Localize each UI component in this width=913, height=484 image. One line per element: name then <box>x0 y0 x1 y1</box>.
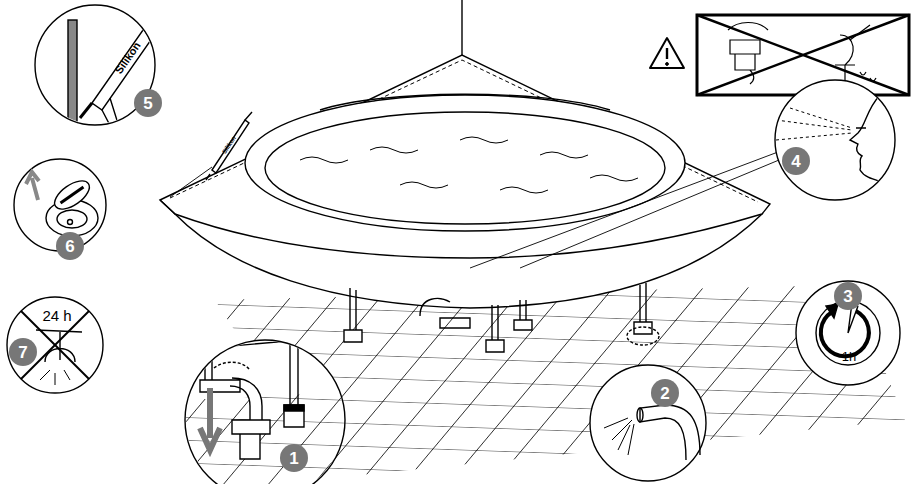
silicone-zoom <box>212 120 249 173</box>
warning-box <box>697 15 909 95</box>
inspection-zoom <box>776 108 852 140</box>
faucet-zoom <box>590 365 706 481</box>
leader-line <box>170 80 836 268</box>
warning-box <box>650 15 909 95</box>
overflow-cap-zoom <box>68 220 73 225</box>
wait-zoom <box>45 332 75 362</box>
callout-disc <box>782 147 810 175</box>
callout-number: 5 <box>143 95 152 112</box>
drain-zoom <box>214 362 250 370</box>
wait-zoom <box>7 297 103 393</box>
product-label: Silikon <box>221 135 237 155</box>
callout-disc <box>280 444 308 472</box>
faucet-zoom <box>637 408 643 422</box>
overflow-cap-zoom <box>57 210 87 228</box>
product-label: Silikon <box>113 40 143 76</box>
corner-bathtub <box>245 95 685 231</box>
corner-bathtub <box>420 299 470 328</box>
faucet-zoom <box>640 405 700 460</box>
corner-bathtub <box>461 0 462 55</box>
clock-zoom <box>826 304 838 318</box>
corner-bathtub <box>160 200 175 214</box>
leader-line <box>470 152 778 268</box>
overflow-cap-zoom <box>50 175 94 214</box>
callout-disc <box>9 338 37 366</box>
callout-number: 3 <box>843 288 852 305</box>
drain-zoom <box>232 420 270 459</box>
duration-text: 1h <box>842 350 856 363</box>
warning-box <box>650 38 684 68</box>
callout-disc <box>834 282 862 310</box>
corner-bathtub <box>265 112 665 224</box>
clock-zoom <box>796 281 900 385</box>
warning-box <box>697 15 909 95</box>
corner-bathtub <box>320 94 610 110</box>
callout-number: 2 <box>660 385 669 402</box>
corner-bathtub <box>355 290 356 330</box>
silicone-zoom <box>148 4 168 27</box>
corner-bathtub <box>300 137 638 193</box>
drain-zoom <box>185 340 360 484</box>
silicone-zoom <box>80 103 92 118</box>
leader-line <box>520 160 779 268</box>
drain-zoom <box>200 388 220 450</box>
corner-bathtub <box>160 55 770 258</box>
callout-number: 7 <box>18 344 27 361</box>
corner-bathtub <box>344 300 652 352</box>
corner-bathtub <box>645 283 646 322</box>
callout-number: 6 <box>65 238 74 255</box>
faucet-zoom <box>590 365 706 481</box>
silicone-zoom <box>68 4 168 135</box>
inspection-zoom <box>775 80 895 200</box>
clock-zoom <box>816 301 880 365</box>
overflow-cap-zoom <box>26 172 39 200</box>
silicone-zoom <box>102 98 120 135</box>
corner-bathtub <box>349 288 350 330</box>
overflow-cap-zoom <box>61 187 84 203</box>
duration-text: 24 h <box>42 308 71 323</box>
inspection-zoom <box>856 127 866 128</box>
callout-disc <box>651 379 679 407</box>
corner-bathtub <box>639 285 640 322</box>
callout-disc <box>134 89 162 117</box>
callout-disc <box>56 232 84 260</box>
overflow-cap-zoom <box>50 175 94 214</box>
drain-zoom <box>186 340 300 350</box>
leader-line <box>170 167 212 197</box>
inspection-zoom <box>775 80 895 200</box>
drain-zoom <box>284 345 304 427</box>
drain-zoom <box>205 350 212 380</box>
corner-bathtub <box>497 305 498 340</box>
corner-bathtub <box>627 327 659 345</box>
inspection-zoom <box>850 95 890 185</box>
callout-number: 4 <box>791 153 800 170</box>
warning-box <box>666 48 668 59</box>
drain-zoom <box>185 340 360 484</box>
inspection-zoom <box>776 95 890 185</box>
faucet-zoom <box>604 418 634 455</box>
warning-box <box>697 15 909 95</box>
clock-zoom <box>796 281 900 385</box>
wait-zoom <box>40 370 70 385</box>
callout-number: 1 <box>289 450 298 467</box>
warning-box <box>666 63 669 66</box>
wait-zoom <box>7 297 103 393</box>
corner-bathtub <box>491 305 492 340</box>
drain-zoom <box>284 405 304 411</box>
silicone-zoom <box>68 20 77 130</box>
silicone-zoom <box>206 112 252 180</box>
corner-bathtub <box>160 0 770 352</box>
silicone-zoom <box>35 4 252 180</box>
callout-disc <box>9 89 862 472</box>
